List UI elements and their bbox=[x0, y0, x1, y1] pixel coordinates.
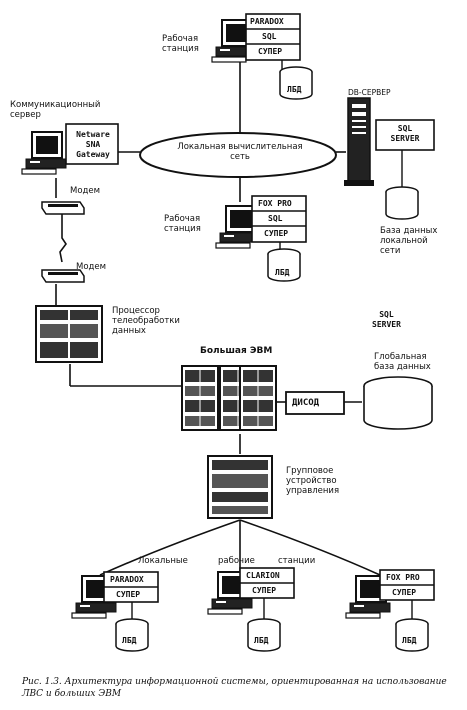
group-control-unit bbox=[207, 455, 273, 519]
sql-server-text: SQL SERVER bbox=[372, 310, 401, 329]
ws-mid-sw-3: СУПЕР bbox=[264, 229, 289, 238]
workstation-bottom-mid bbox=[207, 567, 295, 652]
global-db bbox=[363, 376, 433, 430]
workstation-mid bbox=[215, 195, 307, 282]
modem-2-label: Модем bbox=[76, 262, 107, 272]
ws-top-sw-1: PARADOX bbox=[250, 17, 284, 26]
mainframe-label: Большая ЭВМ bbox=[200, 346, 273, 356]
db-server-label: DB-СЕРВЕР bbox=[348, 88, 391, 97]
ws-mid-label: Рабочая станция bbox=[164, 214, 201, 234]
ws-bm-db: ЛБД bbox=[254, 636, 269, 645]
workstation-bottom-left bbox=[71, 571, 159, 652]
local-ws-label-mid: рабочие bbox=[218, 556, 255, 566]
ws-top-db: ЛБД bbox=[287, 85, 302, 94]
workstation-bottom-right bbox=[345, 569, 435, 652]
modem-2 bbox=[41, 269, 85, 283]
communication-server bbox=[21, 123, 119, 175]
connection-lines bbox=[55, 60, 381, 576]
ws-top-label: Рабочая станция bbox=[162, 34, 199, 54]
local-ws-label-right: станции bbox=[278, 556, 316, 566]
global-db-label: Глобальная база данных bbox=[374, 352, 431, 372]
figure-caption: Рис. 1.3. Архитектура информационной сис… bbox=[22, 677, 447, 699]
ws-br-db: ЛБД bbox=[402, 636, 417, 645]
db-server bbox=[344, 97, 435, 220]
local-ws-label-left: Локальные bbox=[138, 556, 188, 566]
processor-label: Процессор телеобработки данных bbox=[112, 306, 180, 336]
ws-top-sw-2: SQL bbox=[262, 32, 277, 41]
ws-bm-sw-1: CLARION bbox=[246, 571, 280, 580]
comm-server-label: Коммуникационный сервер bbox=[10, 100, 101, 120]
disod-label: ДИСОД bbox=[292, 398, 320, 408]
mainframe bbox=[181, 365, 345, 431]
lan-label: Локальная вычислительная сеть bbox=[177, 142, 303, 162]
ws-top-sw-3: СУПЕР bbox=[258, 47, 283, 56]
ws-mid-db: ЛБД bbox=[275, 268, 290, 277]
ws-bm-sw-2: СУПЕР bbox=[252, 586, 277, 595]
ws-br-sw-1: FOX PRO bbox=[386, 573, 420, 582]
ws-br-sw-2: СУПЕР bbox=[392, 588, 417, 597]
ws-bl-sw-1: PARADOX bbox=[110, 575, 144, 584]
db-server-sw: SQL SERVER bbox=[390, 124, 420, 143]
ws-mid-sw-2: SQL bbox=[268, 214, 283, 223]
ws-bl-db: ЛБД bbox=[122, 636, 137, 645]
teleprocessing-processor bbox=[35, 305, 103, 363]
ws-mid-sw-1: FOX PRO bbox=[258, 199, 292, 208]
group-control-label: Групповое устройство управления bbox=[286, 466, 340, 496]
lan-ellipse bbox=[139, 132, 337, 178]
workstation-top bbox=[211, 13, 313, 100]
modem-1-label: Модем bbox=[70, 186, 101, 196]
comm-server-sw: Netware SNA Gateway bbox=[76, 130, 110, 159]
ws-bl-sw-2: СУПЕР bbox=[116, 590, 141, 599]
architecture-diagram bbox=[21, 13, 435, 652]
db-server-db-label: База данных локальной сети bbox=[380, 226, 438, 256]
modem-1 bbox=[41, 201, 85, 215]
